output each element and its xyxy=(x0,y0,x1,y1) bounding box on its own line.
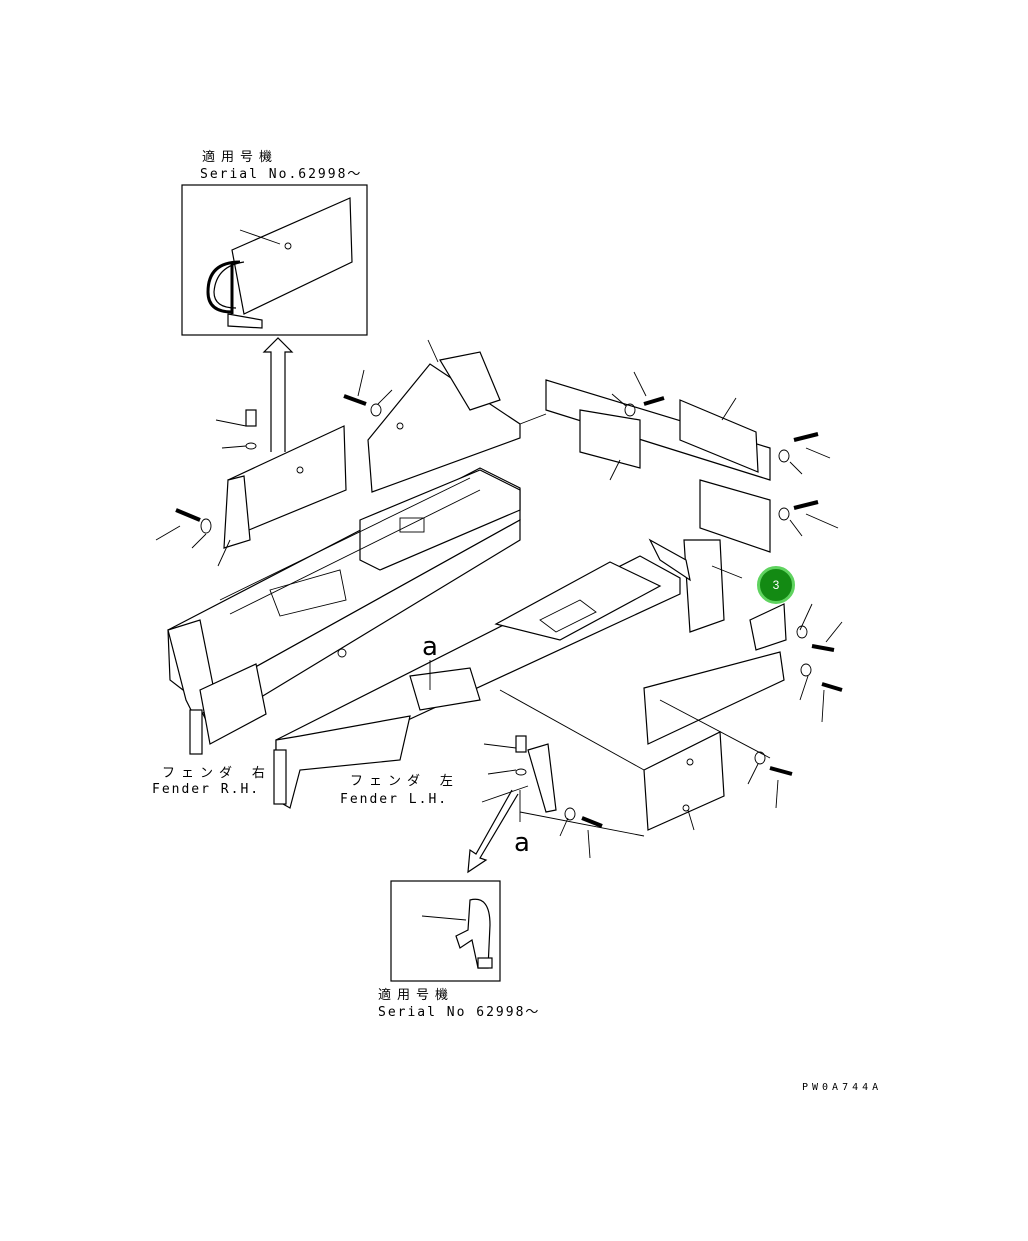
callout-number: 3 xyxy=(772,578,780,592)
fender-lh-en-label: Fender L.H. xyxy=(340,792,449,807)
view-ref-a-bottom: a xyxy=(514,828,530,858)
callout-badge[interactable]: 3 xyxy=(757,566,795,604)
main-frame xyxy=(167,467,681,809)
fasteners xyxy=(175,394,843,828)
rh-cover-panel xyxy=(223,425,347,549)
inset-top-serial-label: Serial No.62998～ xyxy=(200,167,363,182)
inset-box-bottom xyxy=(390,880,501,982)
leader-lines xyxy=(155,339,843,859)
upper-bracket-panels xyxy=(367,351,771,553)
drawing-code: PW0A744A xyxy=(802,1082,883,1093)
fender-lh-jp-label: フェンダ 左 xyxy=(350,774,459,789)
inset-top-jp-label: 適用号機 xyxy=(202,150,279,165)
fender-rh-en-label: Fender R.H. xyxy=(152,782,261,797)
rear-covers xyxy=(643,538,787,831)
bracket-detail xyxy=(421,898,493,969)
inset-bottom-serial-label: Serial No 62998～ xyxy=(378,1005,541,1020)
inset-box-top xyxy=(181,184,368,336)
diagonal-arrow xyxy=(467,789,519,874)
inset-bottom-jp-label: 適用号機 xyxy=(378,988,455,1003)
view-ref-a-top: a xyxy=(422,632,438,662)
handrail-panel-detail xyxy=(206,197,353,329)
fender-rh-jp-label: フェンダ 右 xyxy=(162,766,271,781)
upward-arrow xyxy=(262,337,294,452)
